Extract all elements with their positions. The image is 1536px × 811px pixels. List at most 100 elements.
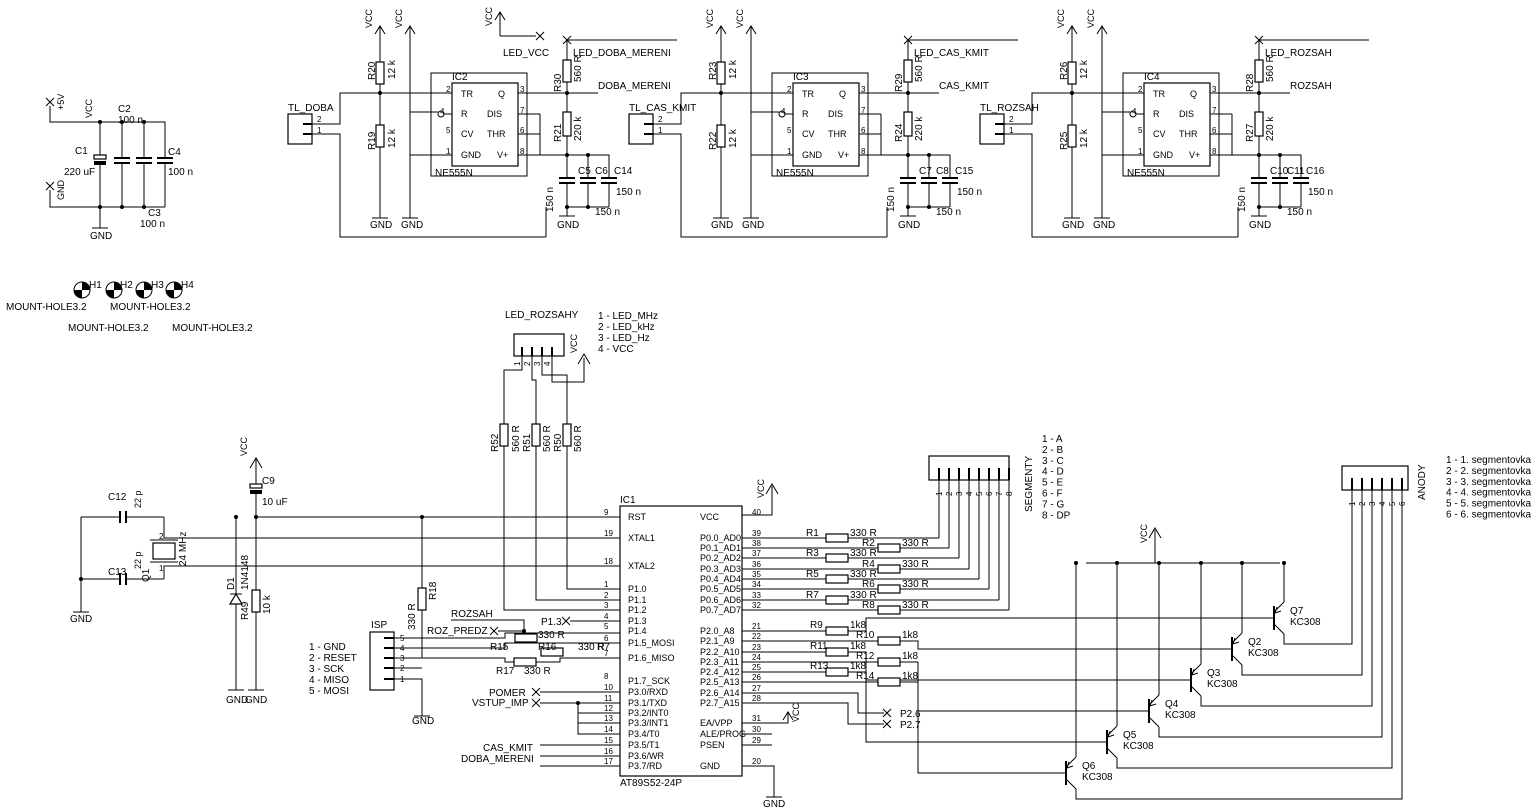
- h3-value: MOUNT-HOLE3.2: [68, 323, 149, 334]
- mcu-pin-num: 25: [752, 663, 761, 672]
- seg-res-value: 330 R: [902, 559, 929, 570]
- ra-label: R20: [367, 61, 378, 80]
- ic-gnd: GND: [742, 220, 764, 231]
- mcu-pin-label: P0.1_AD1: [700, 543, 741, 553]
- c3-capacitor: [136, 122, 152, 207]
- rc-label: R29: [894, 73, 905, 92]
- ic-label: IC4: [1144, 72, 1160, 83]
- mcu-pin-label: P1.6_MISO: [628, 653, 675, 663]
- mcu-pin-num: 6: [604, 634, 609, 643]
- r51-value: 560 R: [542, 425, 553, 452]
- cc-value: 150 n: [957, 187, 982, 198]
- r18-label: R18: [428, 581, 439, 600]
- c2-capacitor: [114, 122, 130, 207]
- output-net: ROZSAH: [1290, 81, 1332, 92]
- ca-value: 150 n: [886, 187, 897, 212]
- r16-label: R16: [538, 642, 557, 653]
- svg-text:7: 7: [995, 491, 1004, 496]
- mcu-pin-num: 18: [604, 557, 613, 566]
- h1-value: MOUNT-HOLE3.2: [6, 302, 87, 313]
- net-p26: P2.6: [900, 709, 921, 720]
- cb-value: 150 n: [1287, 207, 1312, 218]
- mcu-gnd: GND: [763, 799, 785, 810]
- r17-label: R17: [496, 666, 515, 677]
- net-rozsah: ROZSAH: [451, 609, 493, 620]
- base-res-label: R10: [856, 630, 875, 641]
- mcu-pin-num: 39: [752, 529, 761, 538]
- seg-res-value: 330 R: [850, 569, 877, 580]
- pin-n5: 5: [1138, 126, 1143, 135]
- resistor-seg: [825, 553, 849, 563]
- oscillator-reset: GND C12 22 p C13 22 p 21 Q1 24 MHz VCC C…: [70, 436, 620, 706]
- resistor-base: [877, 636, 901, 646]
- h2-label: H2: [120, 280, 133, 291]
- mount-holes: H1 H2 H3 H4 MOUNT-HOLE3.2 MOUNT-HOLE3.2 …: [6, 280, 253, 334]
- anody-legend-item: 5 - 5. segmentovka: [1446, 499, 1531, 510]
- pin-gnd: GND: [802, 150, 823, 160]
- svg-text:5: 5: [1388, 501, 1397, 506]
- button-label: TL_CAS_KMIT: [629, 103, 696, 114]
- base-res-label: R14: [856, 671, 875, 682]
- r50-value: 560 R: [573, 425, 584, 452]
- svg-text:6: 6: [1398, 501, 1407, 506]
- led-conn-name: LED_ROZSAHY: [505, 310, 579, 321]
- q1-value: 24 MHz: [178, 532, 189, 566]
- mcu-pin-num: 33: [752, 591, 761, 600]
- c2-label: C2: [118, 104, 131, 115]
- cap-gnd: GND: [1249, 220, 1271, 231]
- ca-label: C10: [1270, 166, 1289, 177]
- pin-q: Q: [839, 89, 846, 99]
- mcu-pin-label: P2.1_A9: [700, 636, 735, 646]
- mcu-model: AT89S52-24P: [620, 778, 682, 789]
- resistor-seg: [825, 574, 849, 584]
- cb-value: 150 n: [595, 207, 620, 218]
- led-net-label: LED_ROZSAH: [1265, 48, 1332, 59]
- resistor-rd: [903, 111, 913, 137]
- pin-q: Q: [498, 89, 505, 99]
- rb-gnd: GND: [711, 220, 733, 231]
- rb-value: 12 k: [728, 128, 739, 148]
- pin-n1: 1: [446, 147, 451, 156]
- rc-value: 560 R: [573, 55, 584, 82]
- transistor-label: Q3: [1207, 668, 1221, 679]
- rb-label: R22: [708, 131, 719, 150]
- mcu-pin-label: P1.1: [628, 595, 647, 605]
- rc-label: R30: [553, 73, 564, 92]
- anody-legend-item: 1 - 1. segmentovka: [1446, 455, 1531, 466]
- h4-value: MOUNT-HOLE3.2: [172, 323, 253, 334]
- mcu-pin-label: P3.1/TXD: [628, 698, 668, 708]
- isp-legend-3: 3 - SCK: [309, 664, 344, 675]
- mcu-pin-label: P1.3: [628, 616, 647, 626]
- pin-n1: 1: [1138, 147, 1143, 156]
- rd-value: 220 k: [1265, 116, 1276, 141]
- seg-res-label: R3: [806, 548, 819, 559]
- osc-gnd: GND: [70, 614, 92, 625]
- q1-label: Q1: [141, 568, 152, 582]
- mcu-name: IC1: [620, 495, 636, 506]
- mcu-pin-label: P2.0_A8: [700, 626, 735, 636]
- rd-value: 220 k: [573, 116, 584, 141]
- resistor-rc: [562, 59, 572, 83]
- pin-dis: DIS: [1179, 109, 1194, 119]
- output-net: DOBA_MERENI: [598, 81, 671, 92]
- ra-value: 12 k: [728, 59, 739, 79]
- svg-text:2: 2: [317, 115, 322, 124]
- mcu-pin-num: 29: [752, 736, 761, 745]
- mcu-pin-num: 27: [752, 684, 761, 693]
- seg-res-label: R5: [806, 569, 819, 580]
- mcu-pin-num: 14: [604, 725, 613, 734]
- seg-legend-item: 4 - D: [1042, 467, 1064, 478]
- pin-n2: 2: [787, 85, 792, 94]
- isp-legend-1: 1 - GND: [309, 642, 346, 653]
- base-res-value: 1k8: [850, 620, 867, 631]
- mcu-pin-label: P3.3/INT1: [628, 718, 669, 728]
- resistor-seg: [877, 543, 901, 553]
- pin-n2: 2: [1138, 85, 1143, 94]
- pin-dis: DIS: [487, 109, 502, 119]
- mcu-pin-num: 19: [604, 529, 613, 538]
- anody-name: ANODY: [1417, 464, 1428, 500]
- svg-text:1: 1: [513, 361, 522, 366]
